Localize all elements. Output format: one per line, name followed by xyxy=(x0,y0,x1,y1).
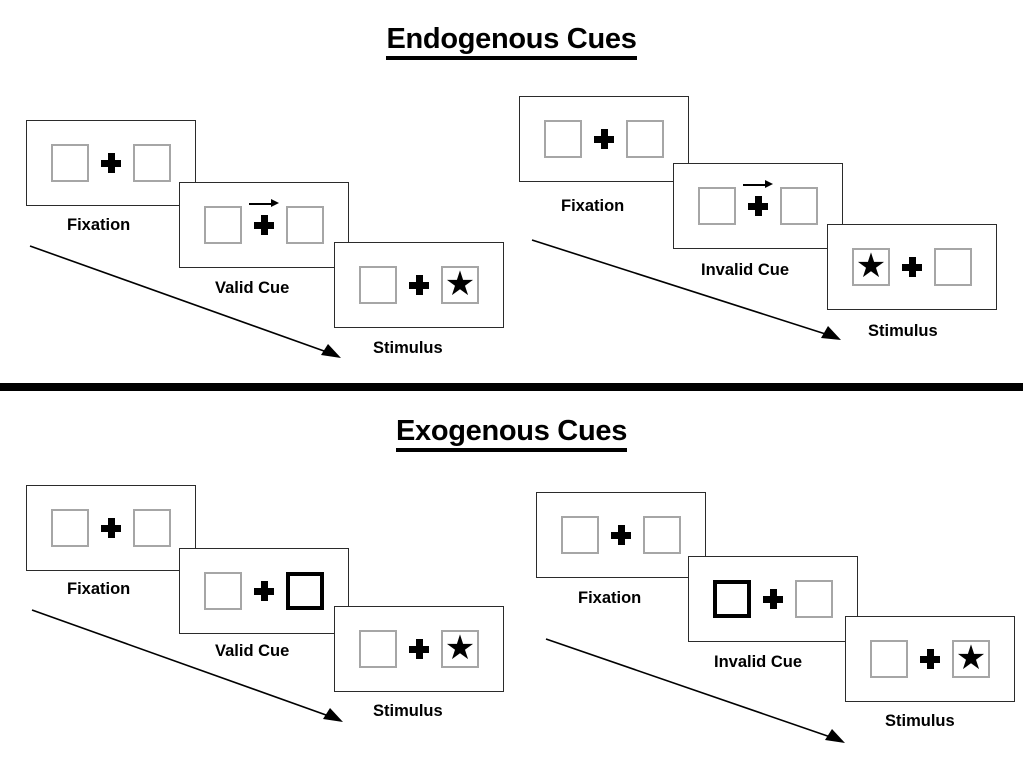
panel-label-exogenous-valid-cue: Valid Cue xyxy=(215,642,290,660)
target-box-left xyxy=(51,509,89,547)
fixation-cross-icon xyxy=(254,215,274,235)
target-box-left-cued xyxy=(713,580,751,618)
panel-label-exogenous-invalid-stimulus: Stimulus xyxy=(885,712,955,730)
section-title-exogenous: Exogenous Cues xyxy=(0,415,1023,452)
panel-endogenous-valid-fixation xyxy=(26,120,196,206)
panel-label-exogenous-invalid-fixation: Fixation xyxy=(578,589,642,607)
panel-endogenous-invalid-cue xyxy=(673,163,843,249)
target-box-right xyxy=(643,516,681,554)
target-box-left xyxy=(51,144,89,182)
target-box-left xyxy=(359,630,397,668)
panel-label-endogenous-invalid-fixation: Fixation xyxy=(561,197,625,215)
section-divider xyxy=(0,383,1023,391)
target-box-right xyxy=(626,120,664,158)
fixation-cross-icon xyxy=(101,518,121,538)
fixation-cross-icon xyxy=(920,649,940,669)
target-box-left xyxy=(544,120,582,158)
time-arrow-exogenous-invalid xyxy=(544,637,854,752)
fixation-cross-icon xyxy=(409,639,429,659)
panel-label-exogenous-invalid-cue: Invalid Cue xyxy=(714,653,803,671)
target-box-right xyxy=(934,248,972,286)
panel-endogenous-valid-cue xyxy=(179,182,349,268)
panel-endogenous-valid-stimulus: ★ xyxy=(334,242,504,328)
target-box-right xyxy=(780,187,818,225)
panel-exogenous-valid-stimulus: ★ xyxy=(334,606,504,692)
fixation-cross-icon xyxy=(254,581,274,601)
star-icon: ★ xyxy=(444,628,476,667)
target-box-right-cued xyxy=(286,572,324,610)
fixation-cross-icon xyxy=(763,589,783,609)
fixation-cross-icon xyxy=(748,196,768,216)
target-box-left-with-star: ★ xyxy=(852,248,890,286)
panel-endogenous-invalid-stimulus: ★ xyxy=(827,224,997,310)
target-box-left xyxy=(204,572,242,610)
panel-label-endogenous-invalid-cue: Invalid Cue xyxy=(701,261,790,279)
fixation-cross-icon xyxy=(594,129,614,149)
panel-exogenous-invalid-cue xyxy=(688,556,858,642)
section-title-endogenous: Endogenous Cues xyxy=(0,23,1023,60)
target-box-left xyxy=(698,187,736,225)
panel-exogenous-invalid-fixation xyxy=(536,492,706,578)
panel-exogenous-invalid-stimulus: ★ xyxy=(845,616,1015,702)
panel-label-endogenous-invalid-stimulus: Stimulus xyxy=(868,322,938,340)
target-box-left xyxy=(204,206,242,244)
section-title-exogenous-text: Exogenous Cues xyxy=(395,415,627,452)
fixation-cross-icon xyxy=(902,257,922,277)
star-icon: ★ xyxy=(955,638,987,677)
target-box-right xyxy=(795,580,833,618)
time-arrow-endogenous-valid xyxy=(28,244,348,364)
target-box-left xyxy=(870,640,908,678)
panel-endogenous-invalid-fixation xyxy=(519,96,689,182)
target-box-left xyxy=(561,516,599,554)
fixation-cross-icon xyxy=(101,153,121,173)
panel-exogenous-valid-fixation xyxy=(26,485,196,571)
target-box-right xyxy=(133,144,171,182)
panel-exogenous-valid-cue xyxy=(179,548,349,634)
right-arrow-icon xyxy=(743,179,773,191)
section-title-endogenous-text: Endogenous Cues xyxy=(386,23,637,60)
time-arrow-endogenous-invalid xyxy=(530,238,850,348)
panel-label-exogenous-valid-fixation: Fixation xyxy=(67,580,131,598)
target-box-right-with-star: ★ xyxy=(441,266,479,304)
target-box-right-with-star: ★ xyxy=(441,630,479,668)
target-box-left xyxy=(359,266,397,304)
star-icon: ★ xyxy=(855,246,887,285)
target-box-right xyxy=(133,509,171,547)
panel-label-endogenous-valid-cue: Valid Cue xyxy=(215,279,290,297)
fixation-cross-icon xyxy=(409,275,429,295)
panel-label-endogenous-valid-stimulus: Stimulus xyxy=(373,339,443,357)
target-box-right xyxy=(286,206,324,244)
fixation-cross-icon xyxy=(611,525,631,545)
panel-label-exogenous-valid-stimulus: Stimulus xyxy=(373,702,443,720)
target-box-right-with-star: ★ xyxy=(952,640,990,678)
right-arrow-icon xyxy=(249,198,279,210)
time-arrow-exogenous-valid xyxy=(30,608,350,728)
star-icon: ★ xyxy=(444,264,476,303)
panel-label-endogenous-valid-fixation: Fixation xyxy=(67,216,131,234)
